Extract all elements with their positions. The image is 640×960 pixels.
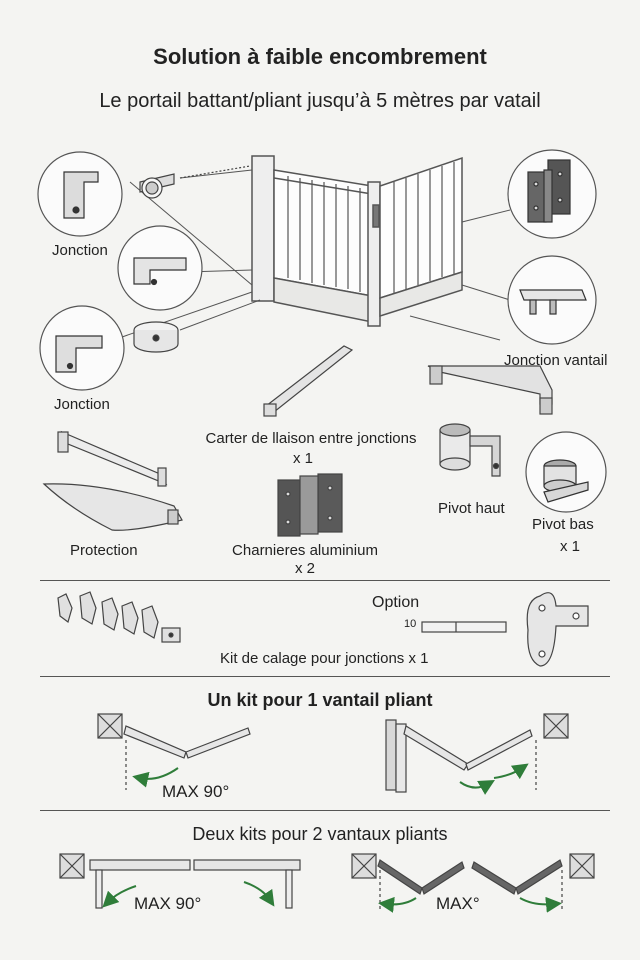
kit-one-title: Un kit pour 1 vantail pliant — [207, 690, 433, 710]
kit-two-left — [59, 853, 301, 909]
label-carter-qty: x 1 — [292, 450, 313, 467]
kit-one-left — [97, 713, 251, 790]
kit-two-angle-right: MAX° — [436, 894, 480, 913]
divider-bottom — [40, 810, 610, 811]
mounting-plate — [526, 592, 589, 667]
kit-one-right — [385, 713, 569, 795]
kit-two-angle-left: MAX 90° — [134, 894, 202, 913]
folding-gate — [251, 155, 463, 327]
label-pivot-haut: Pivot haut — [438, 500, 505, 517]
label-jonction-top: Jonction — [52, 242, 108, 259]
ruler-mark: 10 — [404, 618, 417, 630]
label-pivot-bas: Pivot bas — [532, 516, 594, 533]
shim-kit — [57, 591, 181, 643]
label-charnieres: Charnieres aluminium — [232, 542, 378, 559]
ruler — [421, 621, 507, 633]
divider-mid — [40, 676, 610, 677]
kit-one-angle: MAX 90° — [162, 782, 230, 801]
label-pivot-bas-qty: x 1 — [560, 538, 581, 555]
page-subtitle: Le portail battant/pliant jusqu’à 5 mètr… — [99, 90, 541, 112]
label-jonction-vantail: Jonction vantail — [504, 352, 608, 369]
kit-two-title: Deux kits pour 2 vantaux pliants — [192, 824, 448, 844]
option-title: Option — [372, 594, 420, 611]
page-title: Solution à faible encombrement — [153, 44, 487, 69]
kit-two-right — [351, 853, 595, 913]
label-charnieres-qty: x 2 — [294, 560, 315, 577]
divider-top — [40, 580, 610, 581]
kit-calage-label: Kit de calage pour jonctions x 1 — [220, 650, 429, 667]
label-carter: Carter de llaison entre jonctions — [205, 430, 417, 447]
label-protection: Protection — [70, 542, 138, 559]
label-jonction-left: Jonction — [54, 396, 110, 413]
